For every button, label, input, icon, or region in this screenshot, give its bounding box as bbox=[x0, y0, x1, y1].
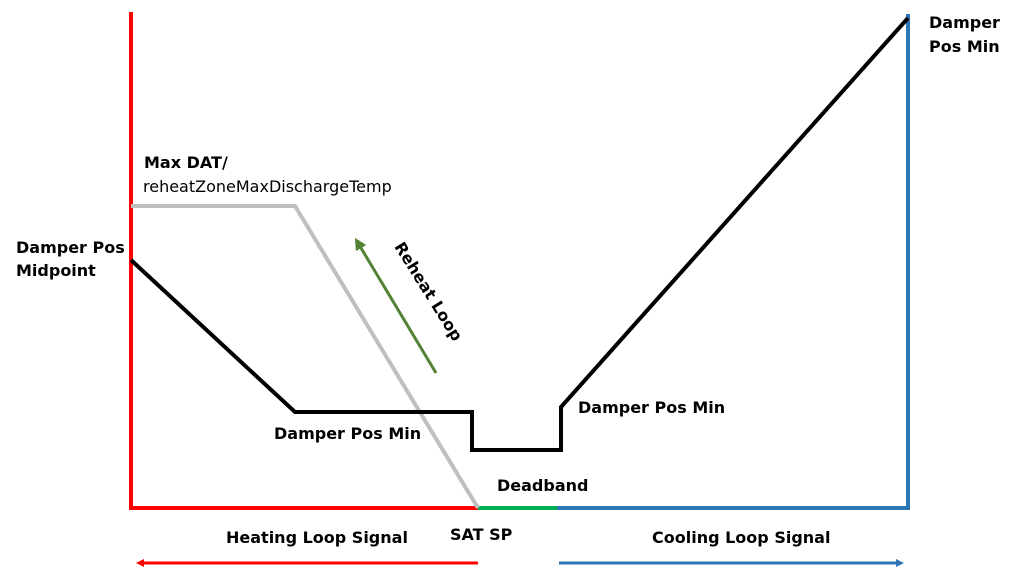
deadband-label: Deadband bbox=[497, 476, 589, 495]
cooling-loop-signal-label: Cooling Loop Signal bbox=[652, 528, 831, 547]
discharge-temp-line bbox=[131, 204, 480, 510]
reheat-loop-arrow bbox=[354, 237, 438, 374]
max-dat-label: Max DAT/ bbox=[144, 153, 228, 172]
damper-min-cooling-label: Damper Pos Min bbox=[578, 398, 726, 417]
damper-min-top-label-1: Damper bbox=[929, 13, 1000, 32]
damper-midpoint-label-2: Midpoint bbox=[16, 261, 96, 280]
heating-loop-signal-label: Heating Loop Signal bbox=[226, 528, 408, 547]
damper-min-heating-label: Damper Pos Min bbox=[274, 424, 422, 443]
damper-midpoint-label-1: Damper Pos bbox=[16, 238, 125, 257]
sat-sp-label: SAT SP bbox=[450, 525, 513, 544]
damper-position-line bbox=[129, 16, 910, 452]
max-dat-param-label: reheatZoneMaxDischargeTemp bbox=[143, 177, 392, 196]
damper-min-top-label-2: Pos Min bbox=[929, 37, 1000, 56]
